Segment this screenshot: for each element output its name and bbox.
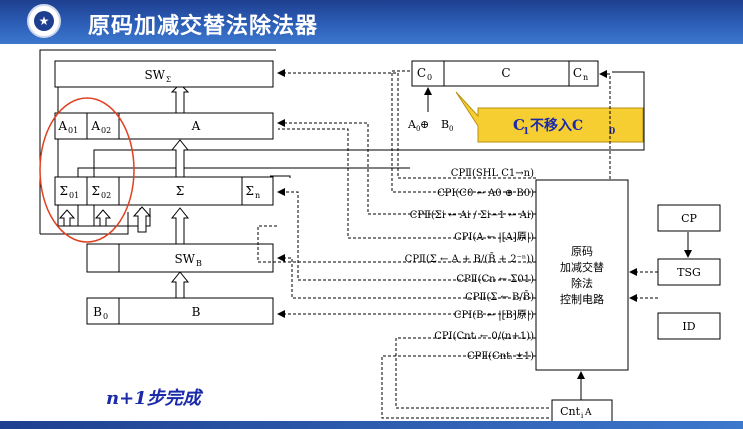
control-unit-line4: 控制电路: [560, 292, 604, 306]
xor-b-sub: 0: [449, 125, 453, 133]
callout-text: C: [513, 116, 525, 134]
hollow-arrows: [58, 83, 190, 299]
signal-3: CPⅠ(A ← |[A]原|): [454, 231, 534, 243]
cnt-tail: A: [584, 408, 592, 418]
a01-sub: 01: [68, 126, 78, 135]
callout-rest: 不移入C: [530, 117, 583, 134]
sw-sigma-register: SW Σ: [54, 60, 274, 88]
callout-sub2: 0: [609, 127, 615, 137]
sw-sigma-sub: Σ: [166, 76, 171, 84]
b0-sub: 0: [103, 312, 108, 321]
control-lines: [257, 69, 658, 419]
b0-label: B: [93, 305, 102, 319]
signal-2: CPⅡ(Σi ← Ai / Σi−1 ← Ai): [410, 210, 534, 221]
tsg-box: TSG: [657, 258, 721, 286]
signal-7: CPⅠ(B ← |[B]原|): [454, 309, 534, 321]
sigman-sub: n: [255, 191, 260, 200]
b-register: B 0 B: [86, 297, 274, 325]
highlight-ellipse: [39, 97, 135, 243]
a-register: A 01 A 02 A: [54, 112, 274, 140]
control-unit-line2: 加减交替: [560, 260, 604, 274]
control-unit-line1: 原码: [571, 245, 593, 258]
header-bar: ★ 原码加减交替法除法器: [0, 0, 743, 44]
a01-label: A: [57, 119, 67, 133]
cp-label: CP: [681, 212, 697, 225]
sigma01-label: Σ: [60, 184, 68, 198]
c-register: C 0 C C n: [411, 60, 599, 87]
cp-box: CP: [657, 204, 721, 232]
control-signal-labels: CPⅡ(SHL C1→n) CPⅠ(C0 ← A0 ⊕ B0) CPⅡ(Σi ←…: [405, 168, 534, 362]
c-label: C: [501, 66, 510, 80]
signal-0: CPⅡ(SHL C1→n): [451, 168, 534, 179]
xor-a: A: [407, 118, 417, 131]
sigma-label: Σ: [176, 184, 184, 198]
cnt-sub: i: [581, 412, 584, 420]
xor-b: B: [441, 118, 449, 131]
b-label: B: [192, 305, 201, 319]
page-title: 原码加减交替法除法器: [88, 14, 319, 39]
id-box: ID: [657, 312, 721, 340]
signal-4: CPⅡ(Σ ← A + B/(B̄ + 2⁻ⁿ)): [405, 253, 534, 265]
sigma02-label: Σ: [92, 184, 100, 198]
university-emblem-icon: ★: [27, 4, 61, 38]
cnt-box: Cnt i A: [551, 399, 613, 423]
signal-5: CPⅡ(Cn ← Σ̄01): [456, 274, 534, 285]
xor-input: A 0 ⊕ B 0: [407, 87, 453, 133]
sigma02-sub: 02: [101, 191, 111, 200]
cn-sub: n: [583, 73, 588, 82]
sw-b-register: SW B: [86, 243, 274, 273]
sigma01-sub: 01: [69, 191, 79, 200]
a02-label: A: [90, 119, 100, 133]
callout-sub: 1: [523, 127, 529, 137]
c0-sub: 0: [427, 73, 432, 82]
sigma-register: Σ 01 Σ 02 Σ Σ n: [54, 176, 274, 206]
cn-label: C: [573, 66, 582, 80]
cnt-label: Cnt: [560, 405, 581, 418]
control-unit: 原码 加减交替 除法 控制电路: [535, 179, 629, 371]
xor-op: ⊕: [420, 118, 429, 131]
a-label: A: [191, 119, 201, 133]
sw-b-sub: B: [196, 259, 202, 268]
signal-1: CPⅠ(C0 ← A0 ⊕ B0): [437, 188, 534, 199]
signal-6: CPⅡ(Σ ← B/B̄): [465, 291, 534, 303]
xor-a-sub: 0: [416, 125, 420, 133]
a02-sub: 02: [101, 126, 111, 135]
sw-sigma-label: SW: [144, 68, 165, 82]
control-unit-line3: 除法: [571, 276, 593, 290]
sw-b-label: SW: [174, 252, 195, 266]
sigman-label: Σ: [246, 184, 254, 198]
c0-label: C: [417, 66, 426, 80]
signal-9: CPⅡ(Cntᵢ ±1): [467, 351, 534, 362]
steps-note: n+1步完成: [106, 388, 201, 409]
signal-8: CPⅠ(Cntᵢ ← 0/(n+1)): [434, 331, 534, 342]
callout-c1: C 1 不移入C 0: [455, 91, 644, 143]
id-label: ID: [682, 320, 695, 333]
footer-bar: [0, 421, 743, 429]
tsg-label: TSG: [677, 266, 701, 279]
